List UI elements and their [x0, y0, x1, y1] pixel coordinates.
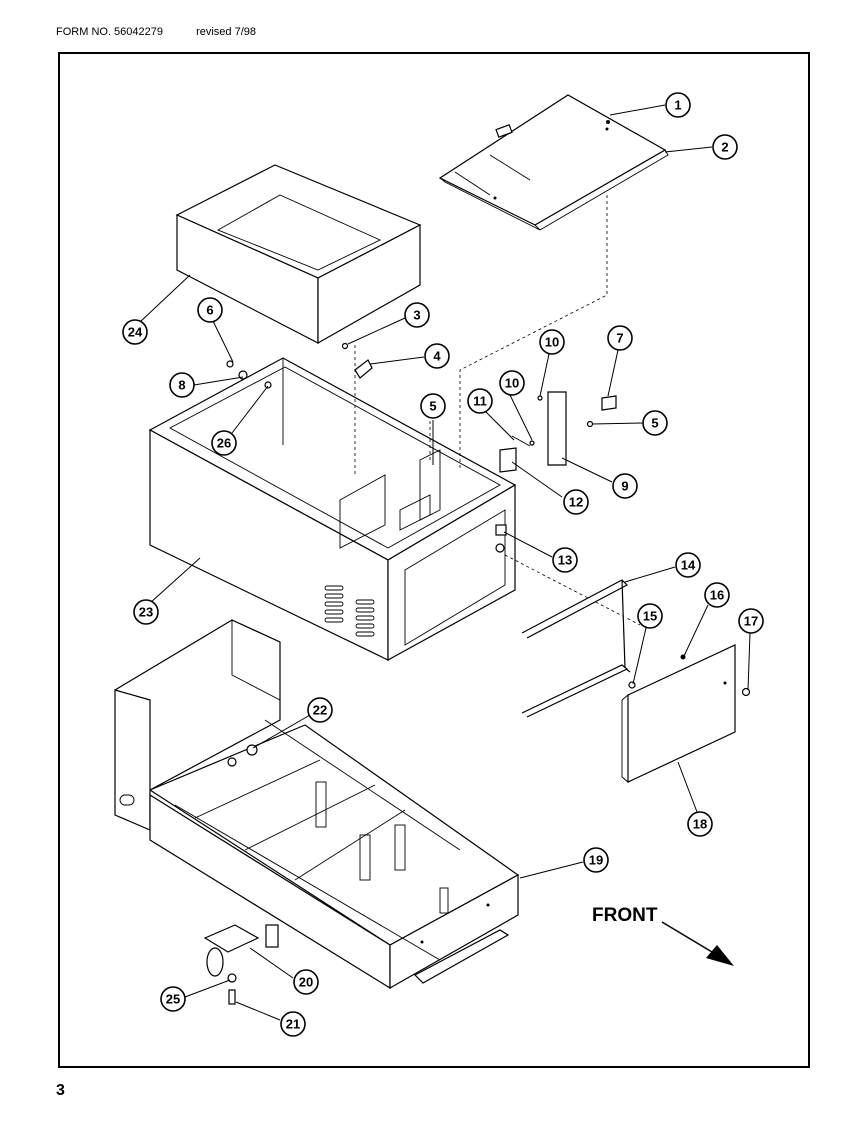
callout-1: 1 [665, 92, 691, 118]
callout-8: 8 [169, 372, 195, 398]
front-indicator: FRONT [592, 905, 734, 966]
callout-21: 21 [280, 1011, 306, 1037]
callout-7: 7 [607, 325, 633, 351]
callout-14: 14 [675, 552, 701, 578]
callout-16: 16 [704, 582, 730, 608]
callout-4: 4 [424, 343, 450, 369]
svg-text:5: 5 [429, 399, 436, 414]
svg-text:22: 22 [313, 703, 327, 718]
front-arrow-shaft [661, 921, 718, 956]
svg-text:21: 21 [286, 1017, 300, 1032]
callout-23: 23 [133, 599, 159, 625]
callout-2: 2 [712, 134, 738, 160]
svg-text:17: 17 [744, 614, 758, 629]
callout-20: 20 [293, 969, 319, 995]
callout-3: 3 [404, 302, 430, 328]
part-tray [175, 164, 422, 345]
front-label: FRONT [592, 905, 658, 926]
part-caster [203, 924, 260, 1005]
callout-26: 26 [211, 430, 237, 456]
callout-13: 13 [552, 547, 578, 573]
part-cabinet [148, 357, 517, 662]
svg-text:12: 12 [569, 495, 583, 510]
callout-17: 17 [738, 608, 764, 634]
part-gasket [521, 579, 631, 718]
form-number: FORM NO. 56042279 [56, 26, 163, 38]
callout-22: 22 [307, 697, 333, 723]
svg-text:13: 13 [558, 553, 572, 568]
callout-25: 25 [160, 986, 186, 1012]
svg-text:1: 1 [674, 98, 681, 113]
svg-text:16: 16 [710, 588, 724, 603]
svg-text:19: 19 [589, 853, 603, 868]
svg-text:23: 23 [139, 605, 153, 620]
callout-15: 15 [637, 603, 663, 629]
front-arrow-icon [706, 945, 734, 966]
svg-text:9: 9 [621, 479, 628, 494]
svg-text:2: 2 [721, 140, 728, 155]
svg-text:10: 10 [545, 335, 559, 350]
callout-5-upper: 5 [420, 393, 446, 419]
svg-text:6: 6 [206, 303, 213, 318]
callout-19: 19 [583, 847, 609, 873]
svg-text:8: 8 [178, 378, 185, 393]
svg-text:14: 14 [681, 558, 696, 573]
svg-text:5: 5 [651, 416, 658, 431]
callout-6: 6 [197, 297, 223, 323]
callout-11: 11 [467, 388, 493, 414]
part-cover [438, 94, 669, 231]
callout-10-lower: 10 [499, 370, 525, 396]
callout-9: 9 [612, 473, 638, 499]
callout-5-right: 5 [642, 410, 668, 436]
svg-text:24: 24 [128, 325, 143, 340]
part-door [621, 644, 751, 783]
part-base-frame [114, 619, 520, 990]
svg-text:11: 11 [473, 394, 487, 409]
leader-lines [139, 104, 751, 1021]
svg-text:3: 3 [413, 308, 420, 323]
svg-text:15: 15 [643, 609, 657, 624]
vent-slots [324, 585, 375, 637]
callout-18: 18 [687, 811, 713, 837]
page-number: 3 [56, 1082, 65, 1099]
callout-12: 12 [563, 489, 589, 515]
svg-text:25: 25 [166, 992, 180, 1007]
svg-text:18: 18 [693, 817, 707, 832]
diagram-frame [58, 52, 810, 1068]
callout-10-upper: 10 [539, 329, 565, 355]
svg-text:7: 7 [616, 331, 623, 346]
svg-text:4: 4 [433, 349, 441, 364]
svg-text:26: 26 [217, 436, 231, 451]
revision-date: revised 7/98 [196, 26, 256, 38]
header: FORM NO. 56042279 revised 7/98 [56, 26, 256, 38]
svg-text:10: 10 [505, 376, 519, 391]
callout-24: 24 [122, 319, 148, 345]
svg-text:20: 20 [299, 975, 313, 990]
hardware-screws [226, 342, 617, 473]
